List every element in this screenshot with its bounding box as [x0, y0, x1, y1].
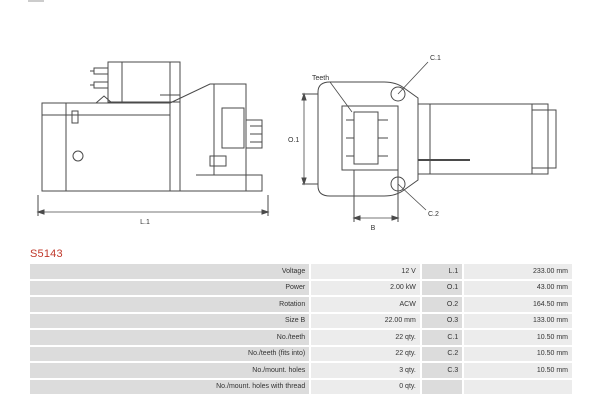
- teeth-label: Teeth: [312, 75, 329, 82]
- table-row: Size B 22.00 mm O.3 133.00 mm: [30, 313, 572, 328]
- spec-value: 22 qty.: [309, 346, 420, 361]
- terminal-upper: [93, 67, 109, 75]
- table-row: No./teeth (fits into) 22 qty. C.2 10.50 …: [30, 346, 572, 361]
- specs-table: Voltage 12 V L.1 233.00 mm Power 2.00 kW…: [30, 262, 572, 396]
- terminal-lower: [93, 81, 109, 89]
- dimension-value: [462, 379, 572, 394]
- dimension-value: 10.50 mm: [462, 346, 572, 361]
- dimension-value: 10.50 mm: [462, 330, 572, 345]
- spec-value: 12 V: [309, 264, 420, 279]
- top-rule: [28, 0, 44, 2]
- spec-value: ACW: [309, 297, 420, 312]
- mounting-flange: [317, 81, 419, 197]
- dimension-label: C.3: [419, 363, 463, 378]
- c1-label: C.1: [430, 55, 441, 62]
- spec-value: 22 qty.: [309, 330, 420, 345]
- spec-label: No./mount. holes: [30, 363, 310, 378]
- spec-value: 0 qty.: [309, 379, 420, 394]
- table-row: Power 2.00 kW O.1 43.00 mm: [30, 280, 572, 295]
- dimension-label: O.3: [419, 313, 463, 328]
- product-code: S5143: [30, 248, 63, 260]
- pinion-housing: [341, 105, 399, 171]
- dimension-label: O.2: [419, 297, 463, 312]
- spec-label: Size B: [30, 313, 310, 328]
- dimension-value: 43.00 mm: [462, 280, 572, 295]
- spec-label: Voltage: [30, 264, 310, 279]
- table-row: Rotation ACW O.2 164.50 mm: [30, 297, 572, 312]
- dimension-label: C.1: [419, 330, 463, 345]
- spec-label: No./teeth (fits into): [30, 346, 310, 361]
- spec-value: 2.00 kW: [309, 280, 420, 295]
- drive-housing: [169, 83, 247, 192]
- dimension-value: 133.00 mm: [462, 313, 572, 328]
- table-row: No./mount. holes with thread 0 qty.: [30, 379, 572, 394]
- dimension-label: C.2: [419, 346, 463, 361]
- side-view: [36, 61, 270, 216]
- mount-hole-c1: [390, 86, 406, 102]
- dimension-label: O.1: [419, 280, 463, 295]
- dimension-value: 164.50 mm: [462, 297, 572, 312]
- table-row: No./mount. holes 3 qty. C.3 10.50 mm: [30, 363, 572, 378]
- dimension-label: L.1: [419, 264, 463, 279]
- spec-value: 3 qty.: [309, 363, 420, 378]
- b-label: B: [371, 225, 376, 232]
- spec-label: No./mount. holes with thread: [30, 379, 310, 394]
- motor-body: [41, 102, 171, 192]
- spec-label: No./teeth: [30, 330, 310, 345]
- technical-drawing: L.1 Teeth O.1: [36, 55, 557, 232]
- length-label: L.1: [140, 219, 150, 226]
- spec-label: Rotation: [30, 297, 310, 312]
- dimension-value: 10.50 mm: [462, 363, 572, 378]
- dimension-label: [419, 379, 463, 394]
- table-row: Voltage 12 V L.1 233.00 mm: [30, 264, 572, 279]
- c2-label: C.2: [428, 211, 439, 218]
- spec-label: Power: [30, 280, 310, 295]
- solenoid-body: [107, 61, 181, 103]
- o1-label: O.1: [288, 137, 299, 144]
- dimension-value: 233.00 mm: [462, 264, 572, 279]
- table-row: No./teeth 22 qty. C.1 10.50 mm: [30, 330, 572, 345]
- motor-housing: [417, 103, 549, 175]
- spec-value: 22.00 mm: [309, 313, 420, 328]
- end-view: [301, 61, 557, 222]
